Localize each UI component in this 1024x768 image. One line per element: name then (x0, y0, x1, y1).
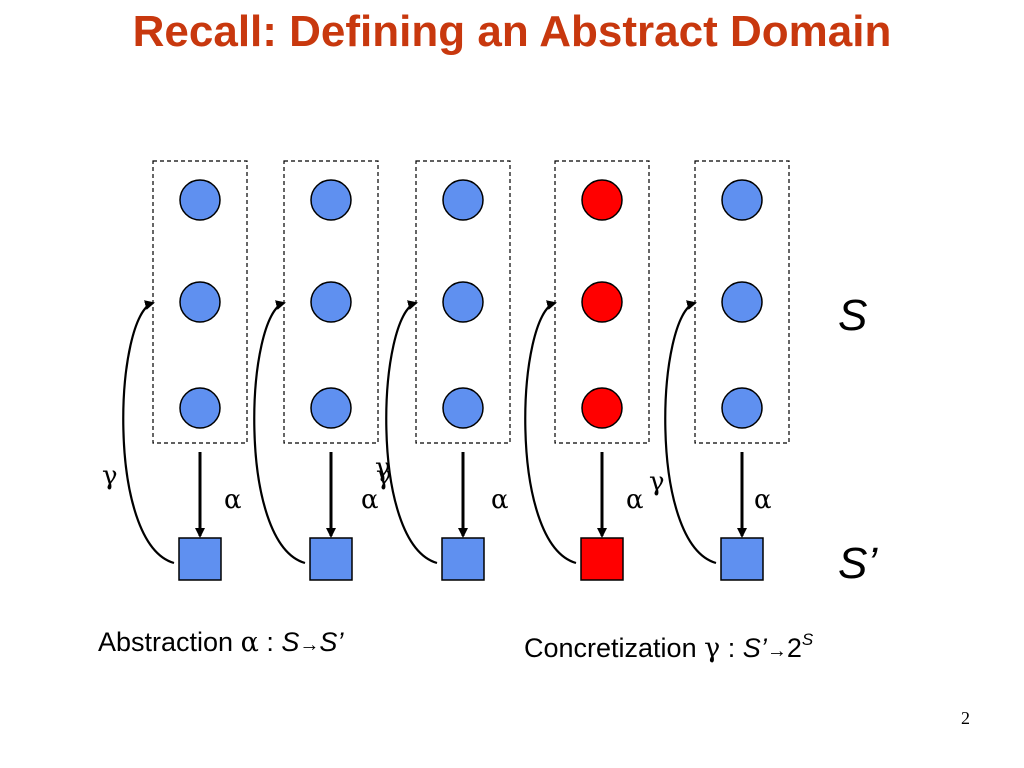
concretization-colon: : (727, 633, 736, 663)
gamma-arrow (385, 300, 438, 565)
abstract-state (309, 537, 353, 581)
gamma-label: γ (649, 467, 665, 497)
gamma-arrow (253, 300, 306, 565)
abstract-state (580, 537, 624, 581)
column-1: αγ (102, 160, 248, 581)
gamma-label: γ (376, 461, 392, 491)
concrete-state-1 (442, 179, 484, 221)
abstract-set-label: S’ (838, 539, 878, 588)
abstraction-word: Abstraction (98, 627, 234, 657)
slide-title: Recall: Defining an Abstract Domain (132, 7, 892, 56)
alpha-label: α (626, 485, 644, 515)
concrete-set-label: S (838, 291, 867, 340)
alpha-label: α (754, 485, 772, 515)
alpha-label: α (361, 485, 379, 515)
abstract-state (441, 537, 485, 581)
gamma-label: γ (375, 453, 391, 483)
abstraction-formula: Abstraction α : S→S’ (98, 624, 343, 663)
concretization-powerset-base: 2 (786, 633, 802, 663)
page-number: 2 (961, 708, 970, 728)
column-5: α (664, 160, 790, 581)
concrete-state-2 (442, 281, 484, 323)
concretization-word: Concretization (524, 633, 697, 663)
concretization-domain: S’ (742, 633, 767, 663)
concretization-powerset-exponent: S (801, 630, 814, 649)
gamma-arrow (524, 300, 577, 565)
abstraction-arrow: → (299, 634, 320, 656)
concrete-state-3 (310, 387, 352, 429)
abstraction-symbol: α (240, 627, 259, 658)
concrete-state-2 (721, 281, 763, 323)
concrete-state-3 (581, 387, 623, 429)
concretization-arrow: → (766, 640, 787, 662)
concrete-state-2 (179, 281, 221, 323)
abstract-state (178, 537, 222, 581)
concrete-state-3 (442, 387, 484, 429)
alpha-label: α (224, 485, 242, 515)
concrete-state-2 (581, 281, 623, 323)
column-3: αγ (376, 160, 511, 581)
abstract-state (720, 537, 764, 581)
column-4: αγ (524, 160, 665, 581)
concrete-state-1 (721, 179, 763, 221)
concrete-state-1 (310, 179, 352, 221)
concretization-symbol: γ (704, 633, 721, 664)
gamma-arrow (122, 300, 175, 565)
concrete-state-1 (179, 179, 221, 221)
concrete-state-2 (310, 281, 352, 323)
gamma-label: γ (102, 461, 118, 491)
abstraction-colon: : (266, 627, 274, 657)
concrete-state-1 (581, 179, 623, 221)
concretization-formula: Concretization γ : S’→2S (524, 624, 813, 669)
gamma-arrow (664, 300, 717, 565)
abstraction-codomain: S’ (319, 627, 344, 657)
abstraction-domain: S (281, 627, 300, 657)
alpha-label: α (491, 485, 509, 515)
concrete-state-3 (721, 387, 763, 429)
column-2: αγ (253, 160, 391, 581)
concrete-state-3 (179, 387, 221, 429)
